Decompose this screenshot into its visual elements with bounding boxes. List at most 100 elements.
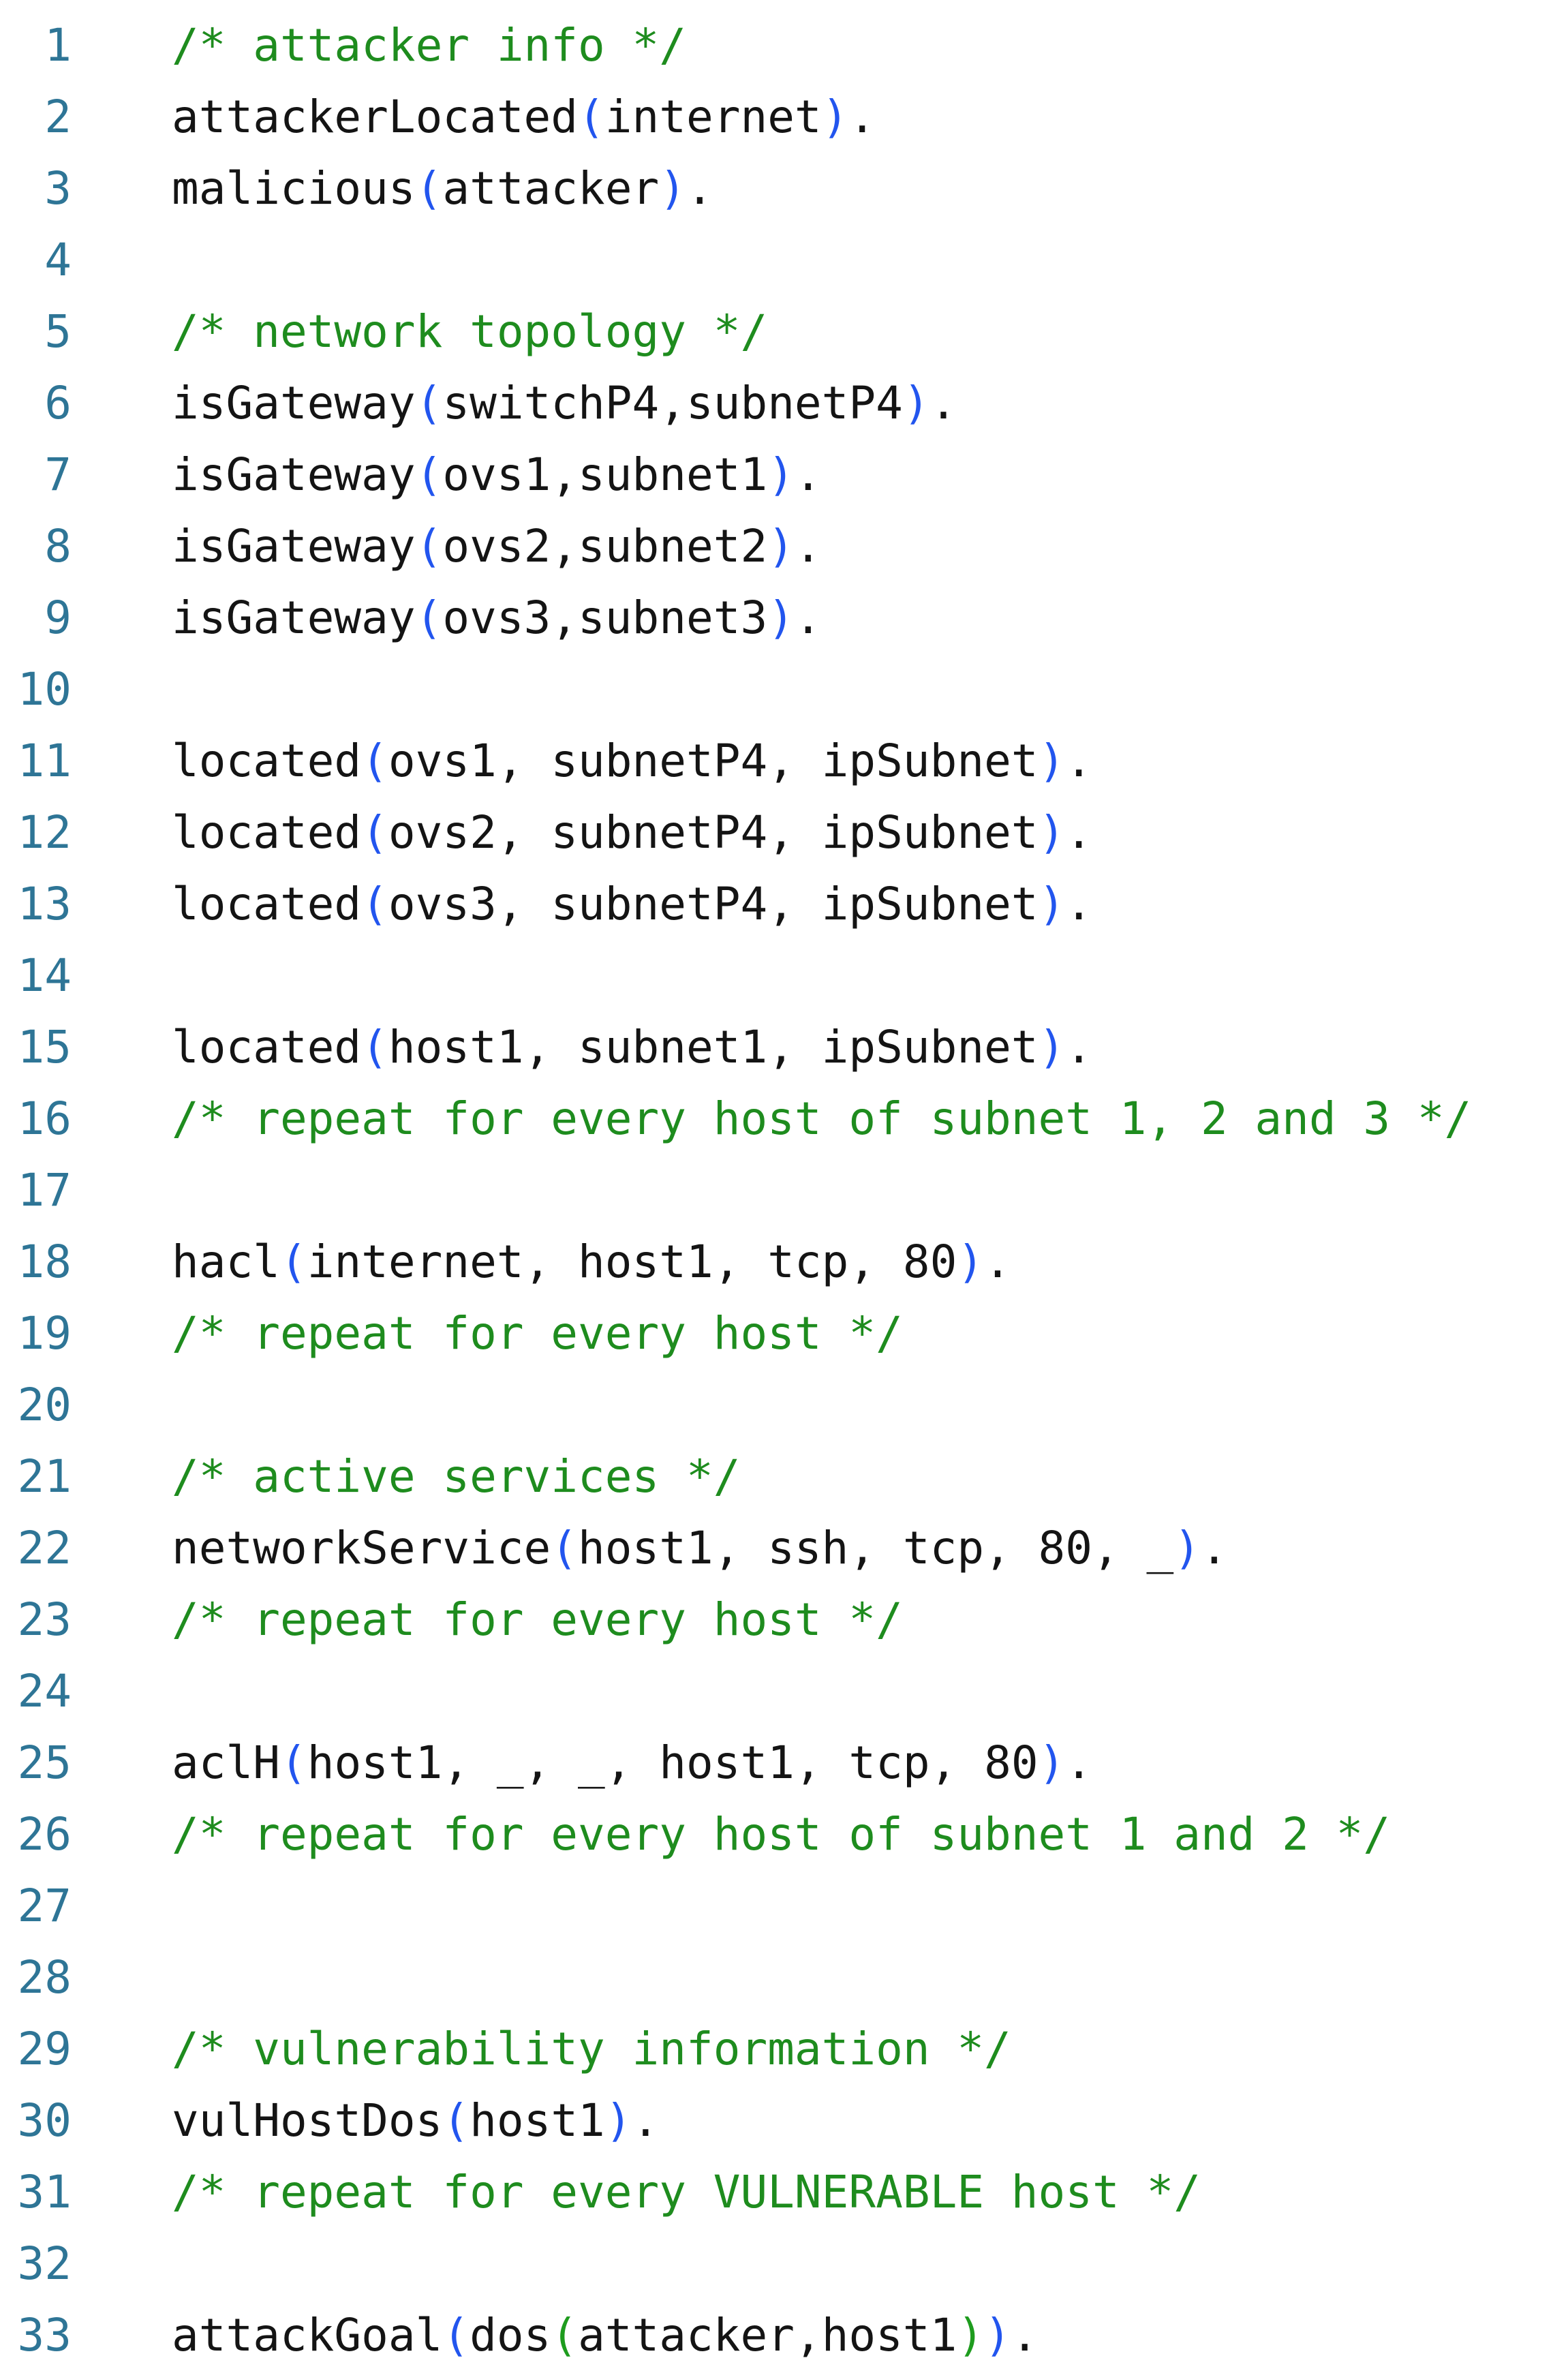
code-token-paren1: ( bbox=[415, 377, 443, 429]
code-text: aclH(host1, _, _, host1, tcp, 80). bbox=[72, 1727, 1092, 1799]
code-text: located(ovs2, subnetP4, ipSubnet). bbox=[72, 797, 1092, 868]
code-text: /* repeat for every VULNERABLE host */ bbox=[72, 2156, 1201, 2228]
code-line: 23/* repeat for every host */ bbox=[0, 1584, 1568, 1655]
code-token-paren1: ) bbox=[659, 162, 687, 215]
code-text bbox=[72, 1942, 172, 2013]
code-token-code: dos bbox=[470, 2309, 551, 2361]
code-token-paren1: ) bbox=[1038, 806, 1066, 859]
code-token-code: host1, subnet1, ipSubnet bbox=[388, 1021, 1039, 1073]
code-token-paren1: ) bbox=[1038, 735, 1066, 787]
code-text: malicious(attacker). bbox=[72, 153, 713, 224]
code-token-code: located bbox=[172, 1021, 362, 1073]
line-number: 17 bbox=[17, 1164, 72, 1217]
code-token-comment: /* repeat for every VULNERABLE host */ bbox=[172, 2166, 1201, 2218]
code-line: 5/* network topology */ bbox=[0, 296, 1568, 367]
line-number: 9 bbox=[44, 592, 72, 644]
code-text: isGateway(ovs2,subnet2). bbox=[72, 510, 822, 582]
code-line: 32 bbox=[0, 2228, 1568, 2299]
code-token-paren1: ) bbox=[957, 1236, 985, 1288]
code-token-code: ovs3,subnet3 bbox=[442, 592, 768, 644]
code-token-code: attacker,host1 bbox=[578, 2309, 957, 2361]
code-token-code: host1, ssh, tcp, 80, _ bbox=[578, 1522, 1174, 1574]
code-token-code: . bbox=[632, 2094, 660, 2147]
code-token-code: attacker bbox=[442, 162, 660, 215]
code-token-code: . bbox=[1065, 735, 1093, 787]
line-number: 20 bbox=[17, 1379, 72, 1431]
code-token-code: ovs1, subnetP4, ipSubnet bbox=[388, 735, 1039, 787]
code-line: 4 bbox=[0, 224, 1568, 296]
code-token-code: ovs3, subnetP4, ipSubnet bbox=[388, 878, 1039, 930]
code-token-paren2: ) bbox=[957, 2309, 985, 2361]
code-token-paren1: ( bbox=[415, 162, 443, 215]
code-text: /* vulnerability information */ bbox=[72, 2013, 1011, 2085]
code-text bbox=[72, 940, 172, 1011]
code-line: 17 bbox=[0, 1154, 1568, 1226]
code-text bbox=[72, 2228, 172, 2299]
code-token-code: . bbox=[1065, 878, 1093, 930]
code-text: /* network topology */ bbox=[72, 296, 767, 367]
code-token-paren1: ) bbox=[767, 520, 795, 572]
line-number: 3 bbox=[44, 162, 72, 215]
code-token-paren1: ( bbox=[578, 91, 605, 143]
code-text bbox=[72, 654, 172, 725]
code-line: 1/* attacker info */ bbox=[0, 10, 1568, 81]
line-number: 24 bbox=[17, 1665, 72, 1717]
code-token-paren1: ( bbox=[361, 806, 388, 859]
code-token-code: . bbox=[1065, 806, 1093, 859]
code-text: /* repeat for every host of subnet 1, 2 … bbox=[72, 1083, 1471, 1154]
code-text bbox=[72, 1655, 172, 1727]
code-token-code: located bbox=[172, 735, 362, 787]
code-line: 26/* repeat for every host of subnet 1 a… bbox=[0, 1799, 1568, 1870]
code-line: 14 bbox=[0, 940, 1568, 1011]
code-token-paren1: ( bbox=[361, 1021, 388, 1073]
code-token-code: isGateway bbox=[172, 377, 416, 429]
code-line: 20 bbox=[0, 1369, 1568, 1441]
code-token-paren1: ( bbox=[551, 1522, 579, 1574]
code-token-comment: /* network topology */ bbox=[172, 305, 768, 358]
code-token-code: host1, _, _, host1, tcp, 80 bbox=[307, 1737, 1039, 1789]
code-token-comment: /* attacker info */ bbox=[172, 19, 686, 72]
code-text: /* repeat for every host */ bbox=[72, 1584, 903, 1655]
code-line: 19/* repeat for every host */ bbox=[0, 1298, 1568, 1369]
code-token-code: ovs2, subnetP4, ipSubnet bbox=[388, 806, 1039, 859]
code-token-code: . bbox=[1065, 1021, 1093, 1073]
code-token-code: . bbox=[686, 162, 713, 215]
line-number: 8 bbox=[44, 520, 72, 572]
line-number: 11 bbox=[17, 735, 72, 787]
code-token-code: located bbox=[172, 806, 362, 859]
code-line: 31 /* repeat for every VULNERABLE host */ bbox=[0, 2156, 1568, 2228]
line-number: 6 bbox=[44, 377, 72, 429]
code-token-code: . bbox=[1200, 1522, 1228, 1574]
code-line: 27 bbox=[0, 1870, 1568, 1942]
code-line: 28 bbox=[0, 1942, 1568, 2013]
line-number: 31 bbox=[17, 2166, 72, 2218]
code-token-comment: /* vulnerability information */ bbox=[172, 2023, 1011, 2075]
code-token-code: switchP4,subnetP4 bbox=[442, 377, 903, 429]
code-token-paren1: ) bbox=[1038, 878, 1066, 930]
code-text: networkService(host1, ssh, tcp, 80, _). bbox=[72, 1512, 1228, 1584]
code-line: 24 bbox=[0, 1655, 1568, 1727]
code-token-paren1: ) bbox=[1173, 1522, 1201, 1574]
line-number: 29 bbox=[17, 2023, 72, 2075]
code-text: /* attacker info */ bbox=[72, 10, 686, 81]
code-token-comment: /* active services */ bbox=[172, 1450, 741, 1503]
code-token-code: hacl bbox=[172, 1236, 280, 1288]
line-number: 26 bbox=[17, 1808, 72, 1861]
line-number: 12 bbox=[17, 806, 72, 859]
line-number: 13 bbox=[17, 878, 72, 930]
code-token-paren1: ) bbox=[767, 448, 795, 501]
code-token-paren1: ( bbox=[361, 878, 388, 930]
code-text: located(ovs1, subnetP4, ipSubnet). bbox=[72, 725, 1092, 797]
code-token-paren1: ) bbox=[767, 592, 795, 644]
code-token-code: . bbox=[794, 592, 822, 644]
